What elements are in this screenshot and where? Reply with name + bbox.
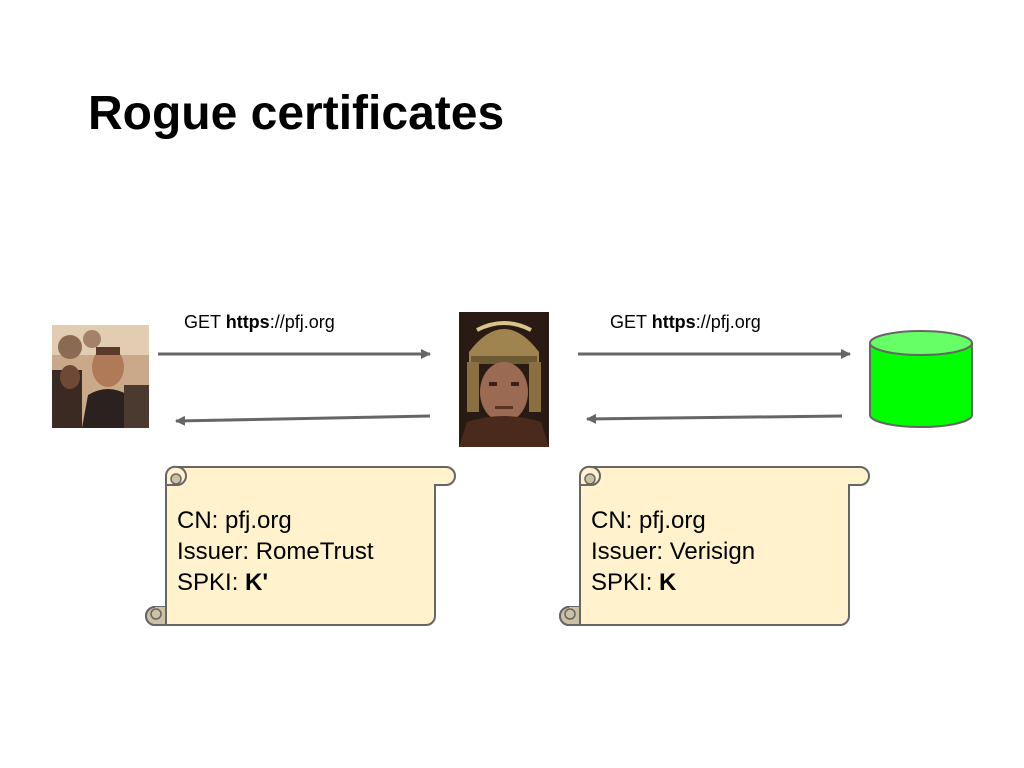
request-url-rest: ://pfj.org	[695, 312, 761, 332]
response-arrow-server-to-attacker	[586, 413, 843, 424]
cert-cn-line: CN: pfj.org	[591, 505, 755, 536]
cert-cn-value: pfj.org	[639, 507, 706, 534]
client-photo-icon	[52, 325, 149, 428]
cert-issuer-value: Verisign	[669, 538, 756, 565]
cert-spki-line: SPKI: K	[591, 567, 755, 598]
cert-cn-label: CN:	[177, 507, 219, 534]
cert-issuer-label: Issuer:	[177, 538, 250, 565]
cert-cn-line: CN: pfj.org	[177, 505, 374, 536]
cert-cn-label: CN:	[591, 507, 633, 534]
cert-issuer-line: Issuer: RomeTrust	[177, 536, 374, 567]
slide-title: Rogue certificates	[88, 87, 505, 140]
cert-issuer-value: RomeTrust	[255, 538, 374, 565]
certificate-text-rogue: CN: pfj.org Issuer: RomeTrust SPKI: K'	[177, 505, 374, 598]
request-scheme: https	[651, 312, 696, 332]
cert-spki-line: SPKI: K'	[177, 567, 374, 598]
request-label-left: GET https://pfj.org	[184, 312, 335, 333]
request-method: GET	[610, 312, 647, 332]
cert-spki-label: SPKI:	[177, 569, 239, 596]
cert-cn-value: pfj.org	[225, 507, 292, 534]
certificate-text-legit: CN: pfj.org Issuer: Verisign SPKI: K	[591, 505, 755, 598]
request-scheme: https	[225, 312, 270, 332]
cert-issuer-line: Issuer: Verisign	[591, 536, 755, 567]
request-method: GET	[184, 312, 221, 332]
attacker-photo-icon	[459, 312, 549, 447]
server-database-icon	[869, 330, 973, 428]
request-url-rest: ://pfj.org	[269, 312, 335, 332]
cert-spki-value: K'	[245, 569, 269, 596]
response-arrow-attacker-to-client	[175, 414, 431, 426]
request-label-right: GET https://pfj.org	[610, 312, 761, 333]
cert-issuer-label: Issuer:	[591, 538, 664, 565]
cert-spki-value: K	[659, 569, 677, 596]
cert-spki-label: SPKI:	[591, 569, 653, 596]
